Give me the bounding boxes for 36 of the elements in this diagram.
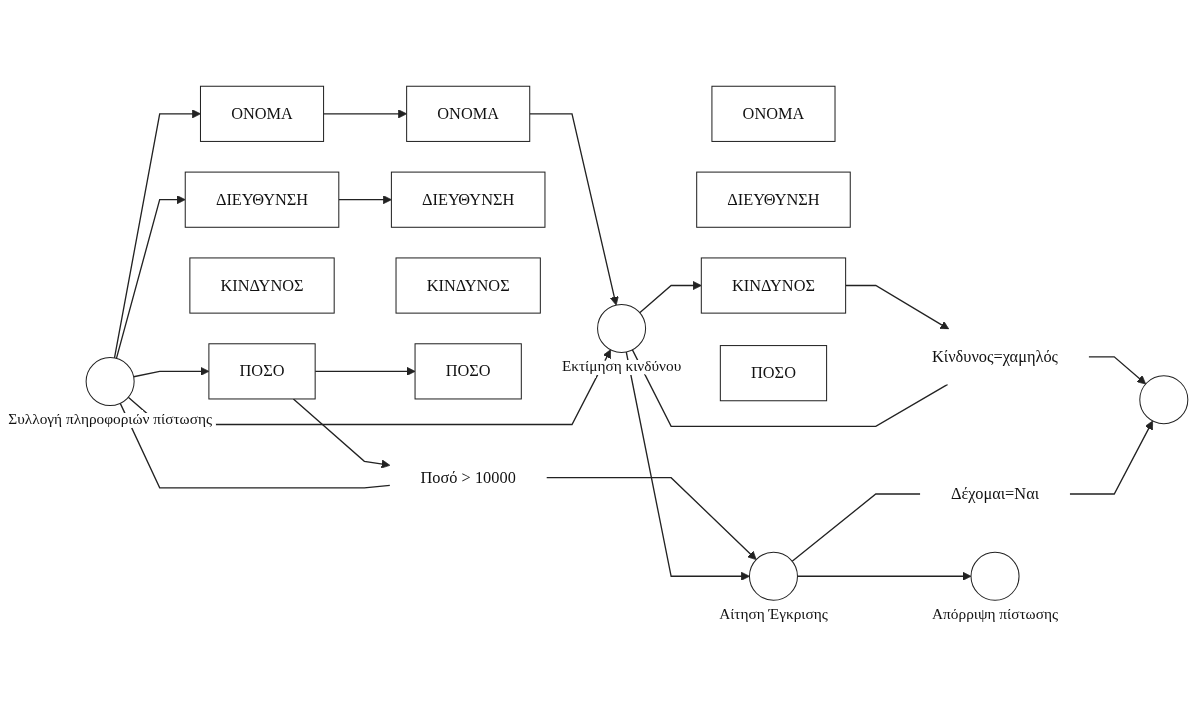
node-box: ΔΙΕΥΘΥΝΣΗ [184,171,340,228]
arrow [1088,356,1147,385]
node-circle [85,357,135,407]
node-box: ΔΙΕΥΘΥΝΣΗ [390,171,546,228]
arrow [625,351,750,581]
node-circle [1139,375,1189,425]
connector [631,349,949,427]
connector [119,402,391,489]
node-box: ΠΟΣΟ [414,343,522,400]
arrow [115,195,186,360]
node-text: Ποσό > 10000 [420,468,516,486]
node-text: Δέχομαι=Ναι [950,484,1040,503]
node-text: Κίνδυνος=χαμηλός [932,347,1059,365]
node-circle [970,551,1020,601]
connector [791,493,921,562]
arrow [639,281,702,314]
node-box: ΟΝΟΜΑ [711,85,836,142]
arrow [338,195,392,205]
arrow [529,113,619,306]
node-box: ΚΙΝΔΥΝΟΣ [700,257,847,314]
node-box: ΟΝΟΜΑ [406,85,531,142]
node-caption: Απόρριψη πίστωσης [932,604,1058,622]
arrow [127,349,611,426]
node-circle [597,303,647,353]
arrow [545,477,757,560]
node-box: ΔΙΕΥΘΥΝΣΗ [696,171,851,228]
node-box: ΚΙΝΔΥΝΟΣ [189,257,335,314]
arrow [292,398,391,469]
node-box: ΠΟΣΟ [719,345,828,402]
node-caption: Αίτηση Έγκρισης [719,604,828,622]
arrow [1069,420,1154,495]
node-circle [748,551,798,601]
node-box: ΚΙΝΔΥΝΟΣ [395,257,541,314]
node-box: ΟΝΟΜΑ [199,85,325,142]
arrow [113,109,201,359]
node-box: ΠΟΣΟ [208,343,316,400]
